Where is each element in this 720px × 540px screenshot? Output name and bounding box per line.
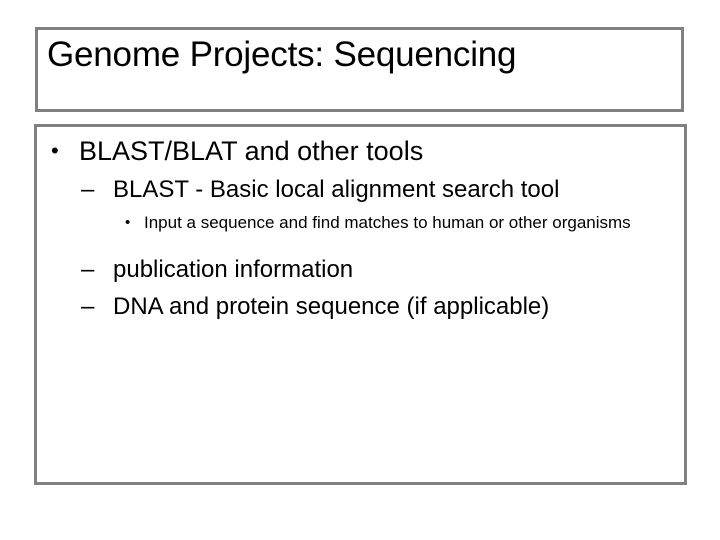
list-item-label: BLAST - Basic local alignment search too… (113, 176, 560, 203)
list-item-label: Input a sequence and find matches to hum… (144, 213, 631, 232)
bullet-dot-icon: • (125, 214, 131, 231)
list-item[interactable]: – publication information (47, 254, 674, 285)
bullet-list: • BLAST/BLAT and other tools – BLAST - B… (37, 127, 684, 482)
list-item[interactable]: – BLAST - Basic local alignment search t… (47, 174, 674, 205)
list-item[interactable]: – DNA and protein sequence (if applicabl… (47, 291, 674, 322)
list-item-label: publication information (113, 256, 354, 283)
list-item[interactable]: • BLAST/BLAT and other tools (47, 134, 674, 168)
title-placeholder[interactable]: Genome Projects: Sequencing (35, 27, 684, 112)
body-placeholder[interactable]: • BLAST/BLAT and other tools – BLAST - B… (34, 124, 687, 485)
bullet-dash-icon: – (81, 256, 95, 283)
list-item[interactable]: • Input a sequence and find matches to h… (47, 212, 674, 234)
list-item-label: DNA and protein sequence (if applicable) (113, 293, 550, 320)
list-item-label: BLAST/BLAT and other tools (79, 136, 424, 166)
bullet-dash-icon: – (81, 293, 95, 320)
bullet-dash-icon: – (81, 176, 95, 203)
bullet-dot-icon: • (51, 138, 59, 163)
page-title: Genome Projects: Sequencing (47, 35, 517, 74)
